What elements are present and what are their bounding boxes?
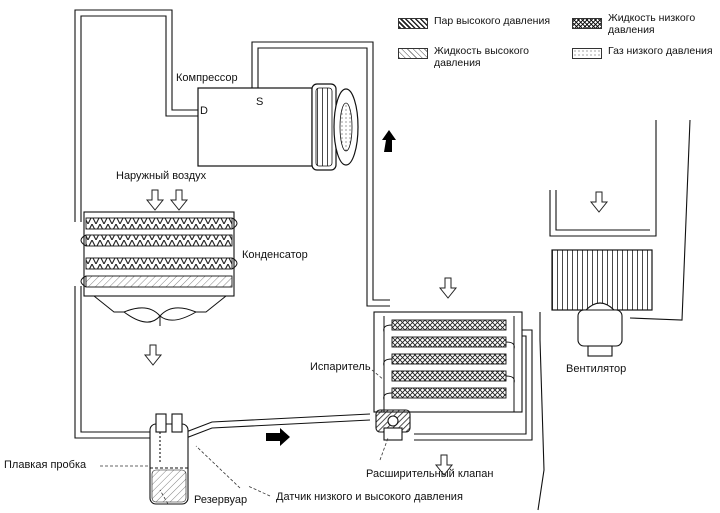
refrigerant-pipes <box>74 9 533 441</box>
leader-lines <box>100 369 389 505</box>
suction-port-label: S <box>256 96 264 108</box>
legend-swatch-low-pressure-gas <box>572 48 602 59</box>
receiver-label: Резервуар <box>194 494 248 506</box>
legend-label-high-pressure-liquid: Жидкость высокого давления <box>434 45 530 69</box>
evaporator-label: Испаритель <box>310 361 371 373</box>
condenser <box>80 211 238 297</box>
legend-label-high-pressure-vapor: Пар высокого давления <box>434 15 551 27</box>
legend-label-low-pressure-liquid: Жидкость низкого давления <box>608 12 696 36</box>
condenser-label: Конденсатор <box>242 249 308 261</box>
condenser-fan <box>93 295 227 326</box>
legend-swatch-low-pressure-liquid <box>572 18 602 29</box>
evaporator <box>373 311 523 413</box>
legend-swatch-high-pressure-liquid <box>398 48 428 59</box>
expansion-valve-label: Расширительный клапан <box>366 468 494 480</box>
pressure-sensor-label: Датчик низкого и высокого давления <box>276 491 463 503</box>
compressor <box>197 83 359 171</box>
outside-air-label: Наружный воздух <box>116 170 207 182</box>
airflow-arrows <box>143 189 609 476</box>
flow-arrow-up <box>382 130 396 152</box>
fan-label: Вентилятор <box>566 363 627 375</box>
expansion-valve <box>375 409 411 441</box>
discharge-port-label: D <box>200 105 208 117</box>
legend-label-low-pressure-gas: Газ низкого давления <box>608 45 713 57</box>
fusible-plug-label: Плавкая пробка <box>4 459 87 471</box>
flow-arrow-right <box>266 428 290 446</box>
receiver <box>149 413 189 505</box>
air-duct <box>537 119 691 511</box>
compressor-label: Компрессор <box>176 72 238 84</box>
flow-arrows <box>266 130 396 446</box>
legend-swatch-high-pressure-vapor <box>398 18 428 29</box>
blower-fan <box>551 249 653 357</box>
